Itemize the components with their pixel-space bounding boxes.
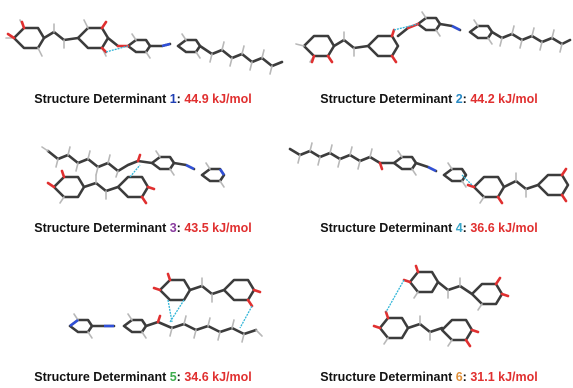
binding-energy: 31.1 kJ/mol: [470, 370, 538, 384]
molecule-illustration-2: [295, 11, 572, 64]
panel-determinant-3: Structure Determinant 3: 43.5 kJ/mol: [0, 129, 286, 258]
caption-label: Structure Determinant: [320, 370, 456, 384]
panel-determinant-4: Structure Determinant 4: 36.6 kJ/mol: [286, 129, 572, 258]
binding-energy: 44.2 kJ/mol: [470, 92, 538, 106]
molecule-illustration-3: [41, 146, 226, 205]
caption-determinant-6: Structure Determinant 6: 31.1 kJ/mol: [320, 370, 538, 384]
determinant-number: 1: [169, 92, 177, 106]
panel-determinant-6: Structure Determinant 6: 31.1 kJ/mol: [286, 258, 572, 387]
panel-determinant-1: Structure Determinant 1: 44.9 kJ/mol: [0, 0, 286, 129]
caption-determinant-3: Structure Determinant 3: 43.5 kJ/mol: [34, 221, 252, 235]
molecule-illustration-5: [68, 272, 263, 343]
molecule-illustration-6: [372, 264, 510, 348]
caption-determinant-2: Structure Determinant 2: 44.2 kJ/mol: [320, 92, 538, 106]
binding-energy: 44.9 kJ/mol: [184, 92, 252, 106]
determinant-number: 3: [169, 221, 177, 235]
caption-label: Structure Determinant: [34, 370, 170, 384]
binding-energy: 34.6 kJ/mol: [184, 370, 252, 384]
molecule-illustration-1: [5, 19, 284, 75]
panel-determinant-2: Structure Determinant 2: 44.2 kJ/mol: [286, 0, 572, 129]
caption-label: Structure Determinant: [34, 92, 170, 106]
determinant-number: 5: [169, 370, 177, 384]
caption-label: Structure Determinant: [320, 221, 456, 235]
caption-determinant-1: Structure Determinant 1: 44.9 kJ/mol: [34, 92, 252, 106]
determinant-number: 6: [455, 370, 463, 384]
binding-energy: 43.5 kJ/mol: [184, 221, 252, 235]
caption-determinant-4: Structure Determinant 4: 36.6 kJ/mol: [320, 221, 538, 235]
caption-determinant-5: Structure Determinant 5: 34.6 kJ/mol: [34, 370, 252, 384]
binding-energy: 36.6 kJ/mol: [470, 221, 538, 235]
panel-determinant-5: Structure Determinant 5: 34.6 kJ/mol: [0, 258, 286, 387]
molecule-illustration-4: [288, 142, 570, 205]
caption-label: Structure Determinant: [34, 221, 170, 235]
determinant-number: 4: [455, 221, 463, 235]
caption-label: Structure Determinant: [320, 92, 456, 106]
determinant-number: 2: [455, 92, 463, 106]
